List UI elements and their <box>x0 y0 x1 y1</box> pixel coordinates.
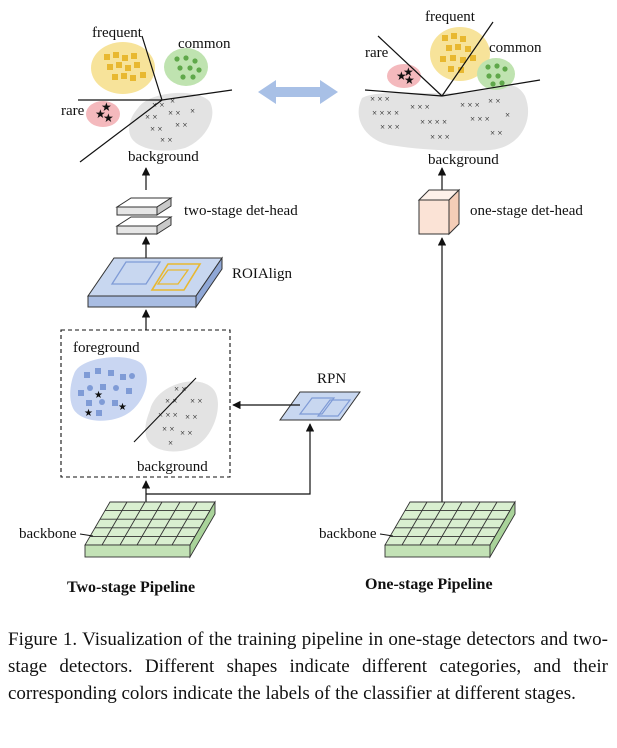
common-blob <box>164 48 208 86</box>
proposal-background-blob <box>145 381 218 452</box>
svg-text:★: ★ <box>95 107 106 121</box>
two-stage-det-head-label: two-stage det-head <box>184 203 298 219</box>
background-blob-right <box>358 84 529 151</box>
background-cluster: × ××× × × ××× × × ×× × <box>129 92 213 151</box>
common-label-right: common <box>489 40 542 56</box>
proposals-box <box>60 329 231 478</box>
background-label: background <box>128 149 199 165</box>
svg-text:× ×: × × <box>190 396 202 406</box>
foreground-blob <box>70 357 147 421</box>
svg-text:× × ×: × × × <box>370 94 390 104</box>
figure-caption: Figure 1. Visualization of the training … <box>8 629 608 704</box>
svg-text:★: ★ <box>84 408 93 419</box>
svg-text:× × ×: × × × <box>430 132 450 142</box>
svg-text:× ×: × × <box>160 135 172 145</box>
svg-text:★: ★ <box>118 402 127 413</box>
backbone-right-label: backbone <box>319 526 377 542</box>
svg-text:× × × ×: × × × × <box>372 108 399 118</box>
background-blob <box>129 92 213 151</box>
rpn-block <box>279 391 361 421</box>
rare-label: rare <box>61 103 85 119</box>
two-stage-title: Two-stage Pipeline <box>67 579 195 596</box>
svg-text:★: ★ <box>94 390 103 401</box>
backbone-grid-right <box>384 500 516 559</box>
svg-text:× ×: × × <box>175 120 187 130</box>
foreground-cluster: ★★★ <box>70 357 147 421</box>
roialign-label: ROIAlign <box>232 266 293 282</box>
rare-blob-right <box>387 64 421 88</box>
svg-text:×: × <box>190 106 195 116</box>
proposal-divider <box>133 377 197 443</box>
rare-label-right: rare <box>365 45 389 61</box>
svg-text:× × ×: × × × <box>410 102 430 112</box>
svg-text:× ×: × × <box>168 108 180 118</box>
svg-text:× × ×: × × × <box>470 114 490 124</box>
rpn-label: RPN <box>317 371 346 387</box>
svg-text:× ×: × × <box>150 124 162 134</box>
svg-text:× × × ×: × × × × <box>420 117 447 127</box>
rare-cluster: ★★★ <box>86 100 120 127</box>
background-label-right: background <box>428 152 499 168</box>
svg-text:× ×: × × <box>180 428 192 438</box>
svg-text:× × ×: × × × <box>380 122 400 132</box>
backbone-left-label: backbone <box>19 526 77 542</box>
svg-text:× ×: × × <box>185 412 197 422</box>
svg-text:×: × <box>170 96 175 106</box>
double-arrow <box>258 80 338 104</box>
svg-text:× ×: × × <box>165 396 177 406</box>
svg-text:× ×: × × <box>152 100 164 110</box>
svg-text:×: × <box>168 438 173 448</box>
foreground-label: foreground <box>73 340 140 356</box>
svg-text:×: × <box>505 110 510 120</box>
one-stage-title: One-stage Pipeline <box>365 576 493 593</box>
svg-text:× ×: × × <box>145 112 157 122</box>
svg-text:× ×: × × <box>490 128 502 138</box>
svg-text:★: ★ <box>103 111 114 125</box>
backbone-grid-left <box>84 500 216 559</box>
svg-text:★: ★ <box>101 100 112 114</box>
pipeline-diagram: ★★★ × ××× × × ××× × × ×× × frequent comm… <box>19 9 583 596</box>
one-stage-det-head <box>417 188 461 236</box>
svg-text:★: ★ <box>396 69 407 83</box>
decision-lines <box>78 35 233 163</box>
arrow-backbone-to-rpn <box>146 423 315 495</box>
svg-text:× ×: × × <box>174 384 186 394</box>
proposal-background-label: background <box>137 459 208 475</box>
svg-text:★: ★ <box>404 73 415 87</box>
svg-text:× × ×: × × × <box>158 410 178 420</box>
svg-text:× × ×: × × × <box>460 100 480 110</box>
roialign-block <box>87 256 223 309</box>
frequent-label-right: frequent <box>425 9 476 25</box>
frequent-cluster <box>91 42 155 94</box>
two-stage-classifier-space: ★★★ × ××× × × ××× × × ×× × frequent comm… <box>61 25 233 165</box>
frequent-blob <box>91 42 155 94</box>
two-stage-det-head <box>115 197 173 235</box>
common-label: common <box>178 36 231 52</box>
one-stage-classifier-space: × × ×× × × ×× × × × × ×× × × ×× × × × × … <box>358 9 542 168</box>
frequent-label: frequent <box>92 25 143 41</box>
rare-blob <box>86 101 120 127</box>
common-cluster <box>164 48 208 86</box>
svg-text:× ×: × × <box>488 96 500 106</box>
svg-text:★: ★ <box>403 65 414 79</box>
svg-text:× ×: × × <box>162 424 174 434</box>
proposal-background-cluster: × ×× ×× × × × ×× ×× × × ×× <box>145 381 218 452</box>
one-stage-det-head-label: one-stage det-head <box>470 203 583 219</box>
